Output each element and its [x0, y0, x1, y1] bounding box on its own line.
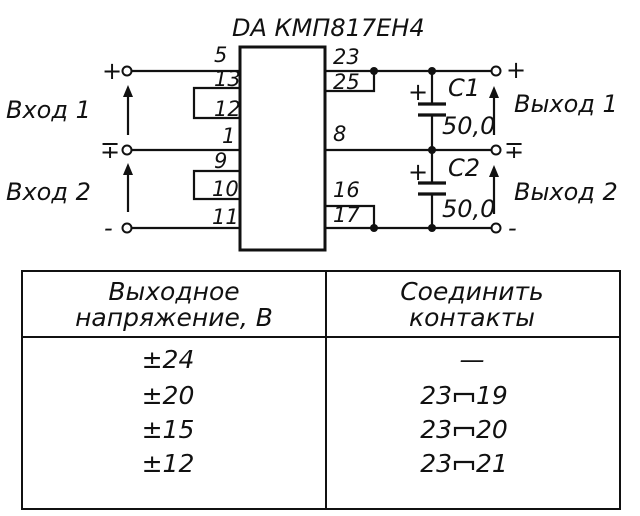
pin-label: 25	[333, 70, 360, 94]
ic-body	[238, 45, 327, 252]
pin-label: 11	[212, 205, 239, 229]
sign-right-top: +	[506, 56, 526, 84]
header-connect-line2: контакты	[409, 303, 535, 332]
junction-dot	[370, 67, 378, 75]
loop-13-12	[192, 86, 240, 120]
pin-label: 12	[214, 97, 241, 121]
header-connect-line1: Соединить	[400, 277, 544, 306]
sign-left-mid: ∓	[100, 136, 120, 164]
header-voltage-line1: Выходное	[108, 277, 239, 306]
arrow-head-icon	[489, 86, 499, 98]
pin-label: 16	[333, 178, 360, 202]
lead-pin-16-17	[325, 204, 376, 228]
arrow-head-icon	[123, 163, 133, 175]
pin-label: 5	[214, 43, 227, 67]
row-connect-from: 23	[420, 449, 452, 478]
pin-label: 9	[214, 149, 227, 173]
input-1-label: Вход 1	[6, 96, 91, 124]
input-2-label: Вход 2	[6, 178, 91, 206]
sign-left-bot: -	[104, 214, 113, 242]
row-voltage: ±20	[142, 381, 195, 410]
output-2-label: Выход 2	[514, 178, 618, 206]
row-connect-to: 19	[476, 381, 508, 410]
c2-polarity: +	[408, 158, 428, 186]
c1-value: 50,0	[442, 112, 495, 140]
sign-right-mid: ∓	[504, 136, 524, 164]
pin-label: 10	[212, 177, 239, 201]
chip-label: DA КМП817ЕН4	[232, 14, 425, 42]
arrow-head-icon	[489, 165, 499, 177]
c2-name: C2	[448, 154, 480, 182]
output-terminal-bot	[490, 222, 502, 234]
arrow-head-icon	[123, 85, 133, 97]
row-connect: —	[460, 345, 485, 374]
row-voltage: ±24	[142, 345, 195, 374]
input-terminal-mid	[121, 144, 133, 156]
c1-name: C1	[448, 74, 480, 102]
c1-polarity: +	[408, 78, 428, 106]
row-connect-from: 23	[420, 415, 452, 444]
row-connect-to: 21	[476, 449, 508, 478]
row-voltage: ±15	[142, 415, 195, 444]
jumper-icon	[453, 392, 475, 402]
input-terminal-bot	[121, 222, 133, 234]
jumper-icon	[453, 426, 475, 436]
pin-label: 8	[333, 122, 346, 146]
pin-label: 1	[222, 124, 235, 148]
row-connect-to: 20	[476, 415, 508, 444]
row-connect-from: 23	[420, 381, 452, 410]
output-1-label: Выход 1	[514, 90, 618, 118]
jumper-icon	[453, 460, 475, 470]
input-terminal-top	[121, 65, 133, 77]
pin-label: 13	[214, 67, 241, 91]
pin-label: 17	[333, 203, 360, 227]
header-voltage-line2: напряжение, В	[75, 303, 273, 332]
output-terminal-mid	[490, 144, 502, 156]
output-terminal-top	[490, 65, 502, 77]
junction-dot	[370, 224, 378, 232]
row-voltage: ±12	[142, 449, 195, 478]
lead-pin-25	[325, 71, 376, 93]
sign-right-bot: -	[508, 214, 517, 242]
pin-label: 23	[333, 45, 360, 69]
loop-9-10	[192, 169, 240, 201]
c2-value: 50,0	[442, 195, 495, 223]
table-frame	[21, 270, 621, 510]
sign-left-top: +	[102, 57, 122, 85]
